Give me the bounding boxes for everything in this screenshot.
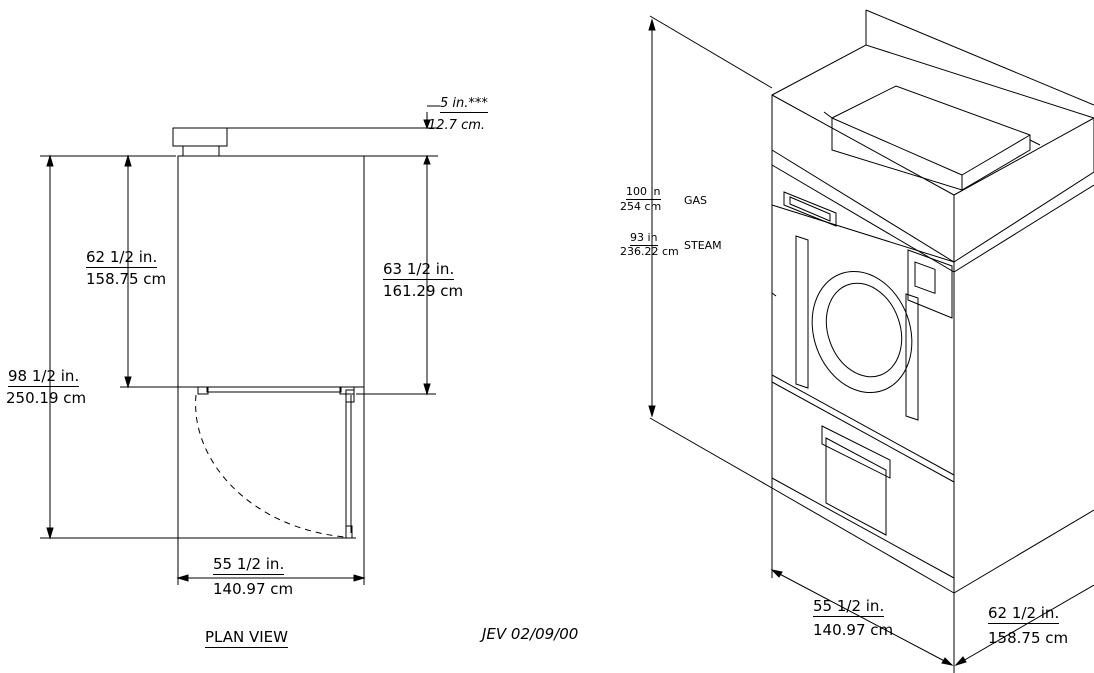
plan-total-height-in: 98 1/2 in. [8,367,80,387]
iso-lint-drawer [826,438,886,535]
iso-door-window [814,273,914,388]
iso-top-box [772,45,1094,262]
plan-door-swing-arc [196,395,345,537]
plan-width-in: 55 1/2 in. [213,555,285,575]
iso-gas-label: GAS [684,194,708,207]
iso-width-line [772,570,952,665]
plan-right-height-cm: 161.29 cm [383,282,464,300]
iso-roof-unit [832,86,1030,190]
iso-depth-cm: 158.75 cm [988,629,1069,647]
plan-left-height-cm: 158.75 cm [86,270,167,288]
iso-width-cm: 140.97 cm [813,621,894,639]
plan-door-hinge-left [198,387,208,394]
iso-width-in: 55 1/2 in. [813,597,885,617]
iso-door-pillar-right [906,294,918,420]
iso-door-pillar-left [796,236,808,388]
plan-width-cm: 140.97 cm [213,580,294,598]
plan-top-offset-cm: 12.7 cm. [428,118,486,133]
plan-view-caption: PLAN VIEW [205,628,288,648]
plan-right-height-in: 63 1/2 in. [383,260,455,280]
iso-control-panel [908,250,952,318]
iso-depth-in: 62 1/2 in. [988,604,1060,624]
iso-logo-plate [784,192,836,226]
iso-depth-line [956,585,1094,665]
plan-total-height-cm: 250.19 cm [6,389,87,407]
plan-left-height-in: 62 1/2 in. [86,248,158,268]
plan-top-offset-in: 5 in.*** [440,96,488,113]
iso-gas-height-cm: 254 cm [620,200,662,213]
iso-steam-height-cm: 236.22 cm [620,245,679,258]
plan-door-handle [346,390,354,402]
iso-steam-label: STEAM [684,239,722,252]
iso-door-ring [796,257,929,406]
plan-door-bar [207,387,341,392]
iso-lint-drawer-handle [822,426,890,478]
drafter-signature: JEV 02/09/00 [482,625,579,643]
iso-gas-height-in: 100 in [626,185,661,200]
iso-steam-height-in: 93 in [630,231,658,246]
